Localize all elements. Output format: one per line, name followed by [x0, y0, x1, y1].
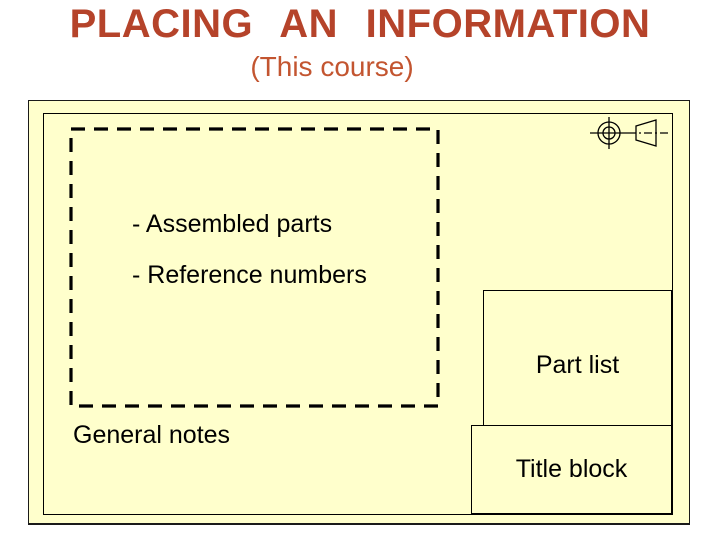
- drawing-frame: - Assembled parts - Reference numbers Pa…: [43, 113, 673, 515]
- general-notes-label: General notes: [73, 421, 231, 449]
- part-list-box: Part list: [483, 290, 672, 425]
- drawing-area-note-reference-numbers: - Reference numbers: [132, 261, 367, 289]
- slide-title: PLACING AN INFORMATION: [69, 2, 651, 46]
- drawing-sheet: - Assembled parts - Reference numbers Pa…: [28, 100, 690, 525]
- drawing-area-note-assembled-parts: - Assembled parts: [132, 210, 333, 238]
- title-block-label: Title block: [515, 455, 628, 483]
- slide-subtitle: (This course): [250, 51, 414, 82]
- part-list-label: Part list: [535, 350, 620, 379]
- first-angle-projection-icon: [590, 117, 669, 149]
- title-block-box: Title block: [471, 425, 672, 514]
